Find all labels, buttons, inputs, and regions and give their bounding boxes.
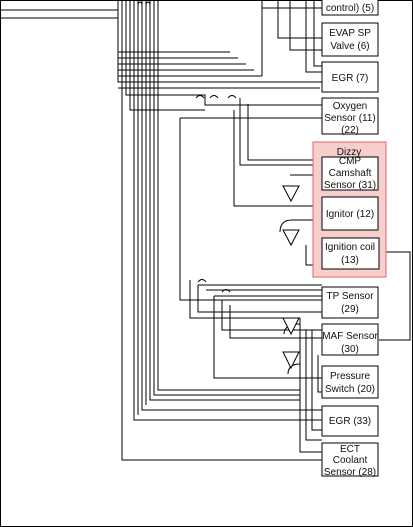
wire-v-evap — [277, 0, 322, 39]
wire-tp-d — [197, 285, 322, 313]
component-tp-line-2: (29) — [341, 304, 359, 315]
component-maf-sensor: MAF Sensor (30) — [321, 323, 379, 356]
wire-trunk-10 — [153, 0, 300, 396]
wire-cmp-a — [239, 98, 322, 166]
wire-trunk-01 — [117, 0, 322, 83]
component-pressure-switch: Pressure Switch (20) — [321, 365, 379, 399]
wire-oxygen-b — [179, 118, 322, 301]
component-oxygen-line-1: Oxygen — [333, 101, 367, 112]
wire-right-v2 — [305, 330, 322, 441]
component-cmp-line-1: CMP — [339, 156, 362, 167]
wire-trunk-07 — [141, 0, 322, 411]
wire-v-evap-2 — [289, 0, 322, 51]
component-evap-line-2: Valve (6) — [330, 41, 369, 52]
component-evap-valve: EVAP SP Valve (6) — [321, 22, 379, 57]
wire-right-v3 — [311, 330, 322, 431]
wire-trunk-04 — [129, 0, 205, 111]
wire-coil-out — [379, 251, 411, 341]
component-oxygen-sensor: Oxygen Sensor (11) (22) — [321, 97, 379, 136]
wire-pressure-b — [317, 355, 322, 393]
component-cmp-line-3: Sensor (31) — [324, 180, 376, 191]
component-pressure-line-2: Switch (20) — [325, 384, 375, 395]
group-dizzy-label: Dizzy — [337, 147, 361, 158]
component-control: control) (5) — [321, 0, 379, 16]
wire-jump-icon — [137, 1, 237, 293]
wire-cmp-b — [247, 104, 322, 161]
wire-pressure-a — [213, 296, 322, 379]
component-coil-line-1: Ignition coil — [325, 242, 375, 253]
component-ignitor-line-1: Ignitor (12) — [326, 209, 374, 220]
ground-triangle-icon — [282, 185, 300, 370]
wire-maf-a — [221, 300, 322, 331]
wire-trunk-03 — [125, 0, 322, 106]
component-tp-sensor: TP Sensor (29) — [321, 286, 379, 319]
component-control-line-1: control) (5) — [326, 3, 374, 14]
wire-ignitor-loop — [279, 219, 322, 233]
component-pressure-line-1: Pressure — [330, 371, 370, 382]
component-oxygen-line-3: (22) — [341, 125, 359, 136]
component-oxygen-line-2: Sensor (11) — [324, 113, 376, 124]
component-maf-line-1: MAF Sensor — [322, 331, 378, 342]
component-ect-line-2: Coolant — [333, 455, 368, 466]
wire-trunk-09 — [149, 0, 300, 401]
wire-trunk-05 — [133, 0, 322, 421]
component-evap-line-1: EVAP SP — [329, 28, 371, 39]
wire-trunk-02 — [121, 0, 322, 461]
component-ect-sensor: ECT Coolant Sensor (28) — [321, 442, 379, 478]
wire-ignitor-a — [233, 110, 322, 207]
component-cmp-line-2: Camshaft — [329, 168, 372, 179]
component-egr-33: EGR (33) — [321, 405, 379, 437]
component-egr-7: EGR (7) — [321, 61, 379, 93]
component-maf-line-2: (30) — [341, 344, 359, 355]
component-ect-line-1: ECT — [340, 444, 360, 455]
wire-v-egr7b — [313, 0, 322, 67]
component-coil-line-2: (13) — [341, 255, 359, 266]
component-tp-line-1: TP Sensor — [326, 291, 374, 302]
component-egr7-line-1: EGR (7) — [332, 73, 369, 84]
wire-trunk-11 — [157, 0, 300, 391]
component-cmp-sensor: CMP Camshaft Sensor (31) — [321, 156, 379, 191]
component-ignitor: Ignitor (12) — [321, 196, 379, 231]
component-ignition-coil: Ignition coil (13) — [321, 237, 380, 270]
component-ect-line-3: Sensor (28) — [324, 467, 376, 478]
component-egr33-line-1: EGR (33) — [329, 416, 371, 427]
wire-tp-e — [189, 280, 300, 319]
wire-maf-b — [229, 305, 322, 339]
wire-bundle — [0, 0, 411, 461]
wire-right-v1 — [299, 318, 322, 453]
wire-v-egr7 — [305, 0, 322, 73]
